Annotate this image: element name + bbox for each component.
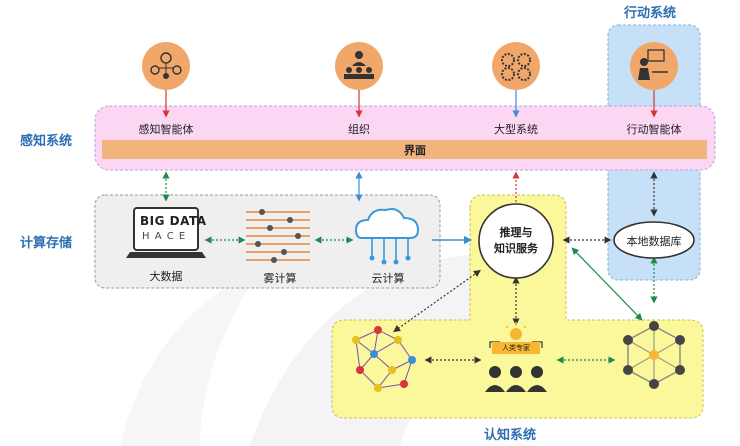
big-data-label: 大数据 (149, 270, 183, 283)
big-data-screen-text-1: BIG DATA (140, 214, 207, 228)
perception-band (94, 105, 716, 171)
organization-label: 组织 (348, 123, 370, 136)
cloud-computing-icon (354, 208, 420, 265)
neural-network-icon (352, 326, 416, 392)
action-system-title: 行动系统 (624, 6, 677, 21)
perception-agent-icon (142, 42, 190, 90)
compute-storage-label: 计算存储 (20, 236, 73, 251)
reasoning-label-line2: 知识服务 (494, 242, 538, 255)
action-agent-icon (630, 42, 678, 90)
reasoning-node (478, 203, 554, 279)
hexagon-network-icon (623, 321, 685, 389)
human-experts-icon (485, 322, 547, 392)
organization-icon (335, 42, 383, 90)
large-system-gears-icon (492, 42, 540, 90)
cloud-computing-label: 云计算 (371, 272, 405, 285)
fog-computing-label: 雾计算 (263, 272, 297, 285)
local-database-node (613, 221, 695, 259)
watermark-shape-2 (120, 270, 260, 446)
action-agent-label: 行动智能体 (626, 123, 682, 136)
interface-bar (102, 140, 707, 159)
big-data-screen-text-2: H A C E (142, 231, 187, 242)
human-experts-tag: 人类专家 (502, 344, 530, 352)
large-system-label: 大型系统 (494, 123, 538, 136)
local-database-label: 本地数据库 (626, 235, 682, 248)
perception-agent-label: 感知智能体 (138, 123, 194, 136)
reasoning-label-line1: 推理与 (499, 226, 533, 239)
big-data-laptop-icon (126, 207, 206, 258)
fog-computing-icon (246, 209, 310, 263)
cognition-system-label: 认知系统 (484, 428, 537, 443)
perception-system-label: 感知系统 (20, 134, 73, 149)
